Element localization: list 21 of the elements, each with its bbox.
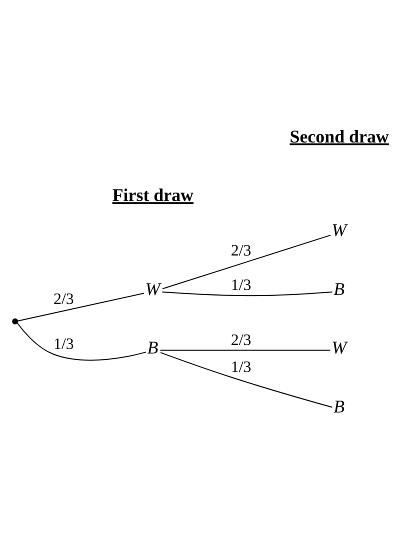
node-point — [12, 318, 18, 324]
edge-label: 1/3 — [230, 358, 252, 376]
edge-label: 1/3 — [230, 277, 252, 294]
node-text: B — [334, 396, 345, 416]
connector — [162, 234, 332, 290]
node-text: B — [147, 338, 158, 358]
edge-label: 2/3 — [230, 332, 252, 350]
node-text: B — [334, 278, 345, 299]
node-text: W — [332, 220, 347, 240]
label: Second draw — [290, 126, 389, 146]
connector — [17, 292, 144, 322]
connector — [16, 322, 147, 361]
connector — [160, 350, 331, 351]
connector — [162, 291, 333, 296]
node-text: W — [145, 278, 160, 299]
edge-label: 1/3 — [54, 336, 74, 354]
label: First draw — [112, 185, 194, 206]
connector — [160, 352, 333, 408]
node-text: W — [332, 338, 347, 358]
edge-label: 2/3 — [54, 291, 74, 308]
edge-label: 2/3 — [230, 242, 252, 260]
